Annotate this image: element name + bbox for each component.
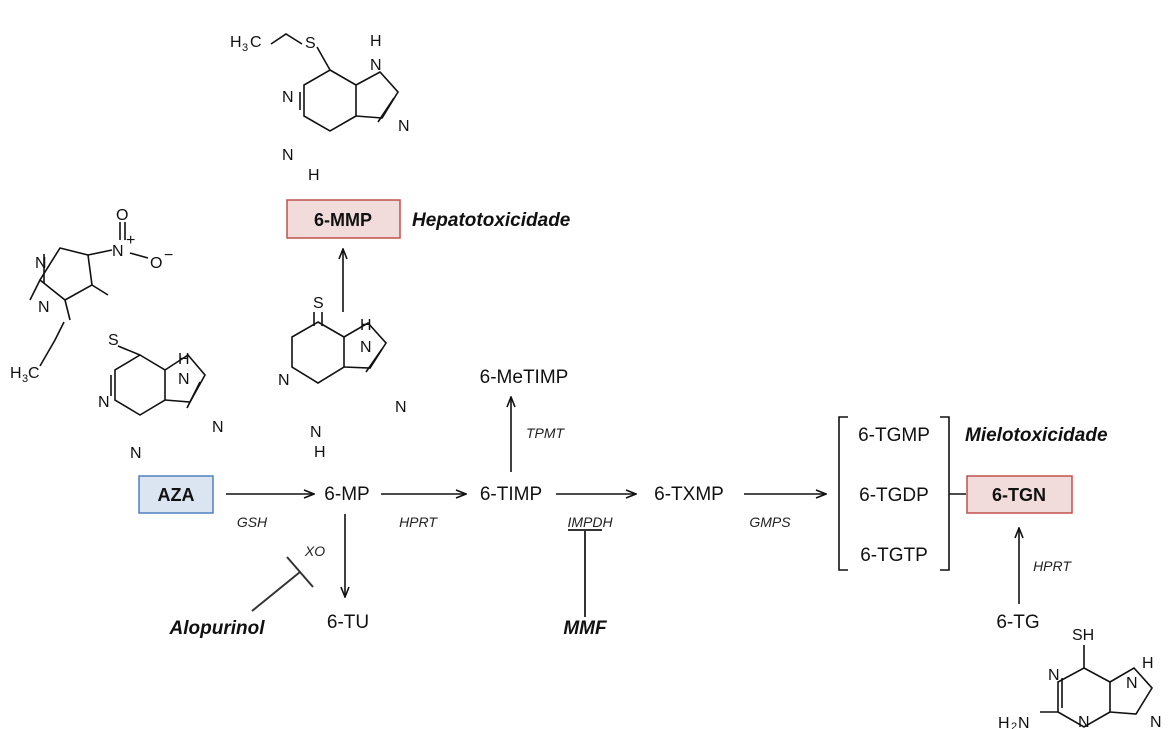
mmp-box xyxy=(286,199,401,239)
svg-text:H: H xyxy=(314,444,326,461)
mmp-methyl-c: C xyxy=(250,34,262,51)
tg-structure: SH N N N H N H 2 N xyxy=(998,627,1162,729)
svg-text:N: N xyxy=(370,57,382,74)
svg-text:S: S xyxy=(313,295,324,312)
svg-text:3: 3 xyxy=(22,373,28,385)
mmp-structure: C H 3 S N N H N H N xyxy=(230,33,410,184)
svg-text:O: O xyxy=(150,255,162,272)
tgn-box xyxy=(966,475,1073,514)
alopurinol-inhibition-line xyxy=(251,571,301,612)
alopurinol-inhibition-bar xyxy=(286,556,314,588)
svg-text:3: 3 xyxy=(242,42,248,54)
hprt-label-1: HPRT xyxy=(399,514,438,530)
alopurinol-label: Alopurinol xyxy=(169,618,266,639)
metimp-label: 6-MeTIMP xyxy=(480,367,569,388)
svg-text:N: N xyxy=(1018,715,1030,729)
tgn-left-bracket xyxy=(838,416,848,571)
svg-text:H: H xyxy=(370,33,382,50)
svg-text:SH: SH xyxy=(1072,627,1094,644)
svg-text:N: N xyxy=(398,118,410,135)
mp-label: 6-MP xyxy=(324,484,369,505)
hprt-label-2: HPRT xyxy=(1033,558,1072,574)
svg-text:H: H xyxy=(360,317,372,334)
aza-structure: N N + O O − S N H 3 C N N N H N xyxy=(10,207,224,462)
svg-text:N: N xyxy=(395,399,407,416)
svg-text:N: N xyxy=(282,89,294,106)
svg-text:H: H xyxy=(998,715,1010,729)
svg-text:N: N xyxy=(1078,714,1090,729)
mmf-label: MMF xyxy=(563,618,608,639)
svg-text:H: H xyxy=(10,365,22,382)
svg-text:N: N xyxy=(360,339,372,356)
hepatotoxicity-label: Hepatotoxicidade xyxy=(412,210,571,231)
svg-text:N: N xyxy=(212,419,224,436)
svg-text:H: H xyxy=(1142,655,1154,672)
tu-label: 6-TU xyxy=(327,612,369,633)
aza-label: AZA xyxy=(158,485,195,505)
svg-text:N: N xyxy=(178,371,190,388)
svg-text:S: S xyxy=(305,35,316,52)
mp-structure: S N N H N H N xyxy=(278,295,407,461)
svg-text:N: N xyxy=(282,147,294,164)
txmp-label: 6-TXMP xyxy=(654,484,724,505)
gsh-label: GSH xyxy=(237,514,268,530)
svg-text:+: + xyxy=(126,232,135,249)
tgmp-label: 6-TGMP xyxy=(858,425,930,446)
timp-label: 6-TIMP xyxy=(480,484,542,505)
svg-text:N: N xyxy=(130,445,142,462)
svg-text:N: N xyxy=(112,243,124,260)
tgn-right-bracket xyxy=(940,416,950,571)
tg-label: 6-TG xyxy=(996,612,1039,633)
myelotoxicity-label: Mielotoxicidade xyxy=(965,425,1108,446)
svg-text:O: O xyxy=(116,207,128,224)
svg-text:N: N xyxy=(1126,675,1138,692)
tpmt-label: TPMT xyxy=(526,425,566,441)
tgdp-label: 6-TGDP xyxy=(859,485,929,506)
svg-text:H: H xyxy=(230,34,242,51)
aza-box xyxy=(138,475,214,514)
svg-text:−: − xyxy=(164,247,173,264)
svg-text:N: N xyxy=(98,394,110,411)
svg-text:N: N xyxy=(35,255,47,272)
xo-label: XO xyxy=(304,543,325,559)
svg-text:S: S xyxy=(108,332,119,349)
svg-text:H: H xyxy=(308,167,320,184)
svg-text:H: H xyxy=(178,351,190,368)
svg-text:N: N xyxy=(310,424,322,441)
tgn-label: 6-TGN xyxy=(992,485,1046,505)
svg-text:N: N xyxy=(1048,667,1060,684)
gmps-label: GMPS xyxy=(749,514,791,530)
svg-text:N: N xyxy=(38,299,50,316)
svg-text:N: N xyxy=(1150,714,1162,729)
tgtp-label: 6-TGTP xyxy=(860,545,928,566)
mmp-label: 6-MMP xyxy=(314,210,372,230)
svg-text:2: 2 xyxy=(1011,721,1017,729)
svg-text:N: N xyxy=(278,372,290,389)
svg-text:C: C xyxy=(28,365,40,382)
impdh-label: IMPDH xyxy=(567,514,613,530)
